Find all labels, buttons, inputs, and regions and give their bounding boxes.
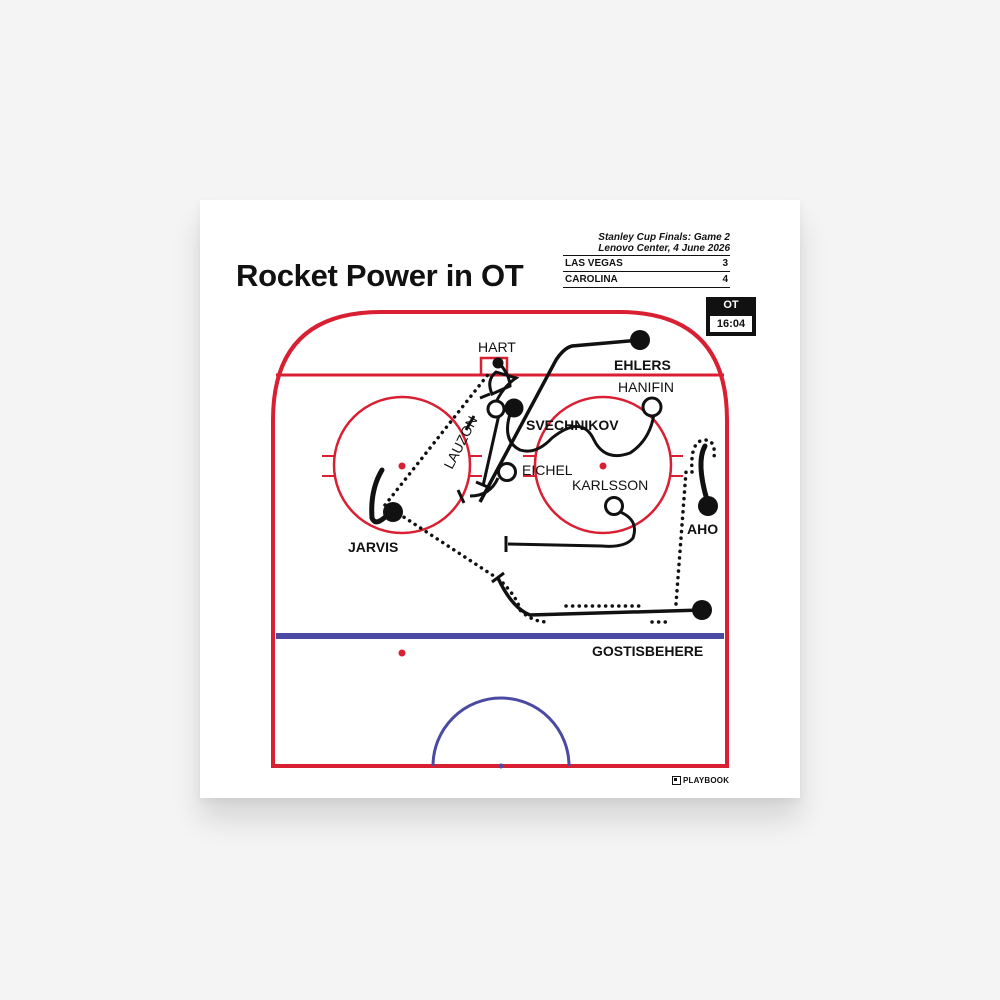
game-venue-date: Lenovo Center, 4 June 2026 xyxy=(598,243,730,254)
rink-boards xyxy=(271,310,729,768)
player-label-jarvis: JARVIS xyxy=(348,539,398,555)
route-jarvis xyxy=(369,467,393,525)
route-eichel-end xyxy=(456,489,466,504)
brand-logo: PLAYBOOK xyxy=(672,776,729,785)
route-gostisbehere xyxy=(496,577,703,617)
player-marker-ehlers xyxy=(630,330,650,350)
puck-path-pass-hart xyxy=(383,370,492,507)
route-karlsson xyxy=(507,508,636,548)
poster-title: Rocket Power in OT xyxy=(236,258,524,293)
game-series: Stanley Cup Finals: Game 2 xyxy=(598,232,730,243)
puck-path-up-wall xyxy=(674,470,688,606)
player-marker-svechnikov xyxy=(504,398,524,418)
route-lauzon-end xyxy=(475,480,491,490)
team-score: 4 xyxy=(722,274,728,285)
center-dot xyxy=(498,763,504,769)
faceoff-circle-right xyxy=(523,395,683,535)
team-score: 3 xyxy=(722,258,728,269)
game-clock: 16:04 xyxy=(710,316,752,332)
team-name: LAS VEGAS xyxy=(565,258,623,269)
puck-path-dump xyxy=(391,508,550,624)
route-hart-end xyxy=(479,392,491,400)
score-row-away: LAS VEGAS 3 xyxy=(563,256,730,272)
period-clock-box: OT 16:04 xyxy=(706,297,756,336)
player-label-aho: AHO xyxy=(687,521,718,537)
route-ehlers xyxy=(478,338,641,503)
player-label-eichel: EICHEL xyxy=(522,462,573,478)
score-row-home: CAROLINA 4 xyxy=(563,272,730,288)
route-aho xyxy=(698,443,710,503)
route-svechnikov xyxy=(506,407,656,458)
route-hart xyxy=(488,363,520,403)
player-marker-aho xyxy=(698,496,718,516)
score-table: LAS VEGAS 3 CAROLINA 4 xyxy=(563,255,730,288)
route-lauzon-top xyxy=(464,415,476,431)
player-marker-eichel xyxy=(497,462,517,482)
player-marker-lauzon xyxy=(486,399,506,419)
player-label-hanifin: HANIFIN xyxy=(618,379,674,395)
period-label: OT xyxy=(723,299,739,311)
route-eichel xyxy=(469,477,500,498)
player-marker-jarvis xyxy=(383,502,403,522)
player-label-hart: HART xyxy=(478,339,516,355)
player-label-lauzon: LAUZON xyxy=(440,413,480,471)
rink-diagram: HART EHLERS HANIFIN LAUZON SVECHNIKOV EI… xyxy=(271,310,729,769)
player-marker-hanifin xyxy=(641,396,663,418)
brand-name: PLAYBOOK xyxy=(683,776,730,785)
route-gostisbehere-end xyxy=(491,571,505,584)
player-label-gostisbehere: GOSTISBEHERE xyxy=(592,643,703,659)
team-name: CAROLINA xyxy=(565,274,618,285)
game-info: Stanley Cup Finals: Game 2 Lenovo Center… xyxy=(598,232,730,254)
faceoff-circle-left xyxy=(322,395,482,535)
player-label-karlsson: KARLSSON xyxy=(572,477,648,493)
playbook-icon xyxy=(672,776,681,785)
center-circle xyxy=(431,696,571,767)
player-marker-hart xyxy=(492,357,504,369)
player-marker-gostisbehere xyxy=(692,600,712,620)
route-lauzon xyxy=(481,409,502,487)
puck-path-aho-loop xyxy=(690,438,717,474)
player-marker-karlsson xyxy=(604,496,624,516)
play-poster: Rocket Power in OT Stanley Cup Finals: G… xyxy=(200,200,800,798)
player-label-ehlers: EHLERS xyxy=(614,357,671,373)
neutral-zone-dot xyxy=(398,649,406,657)
player-label-svechnikov: SVECHNIKOV xyxy=(526,417,619,433)
